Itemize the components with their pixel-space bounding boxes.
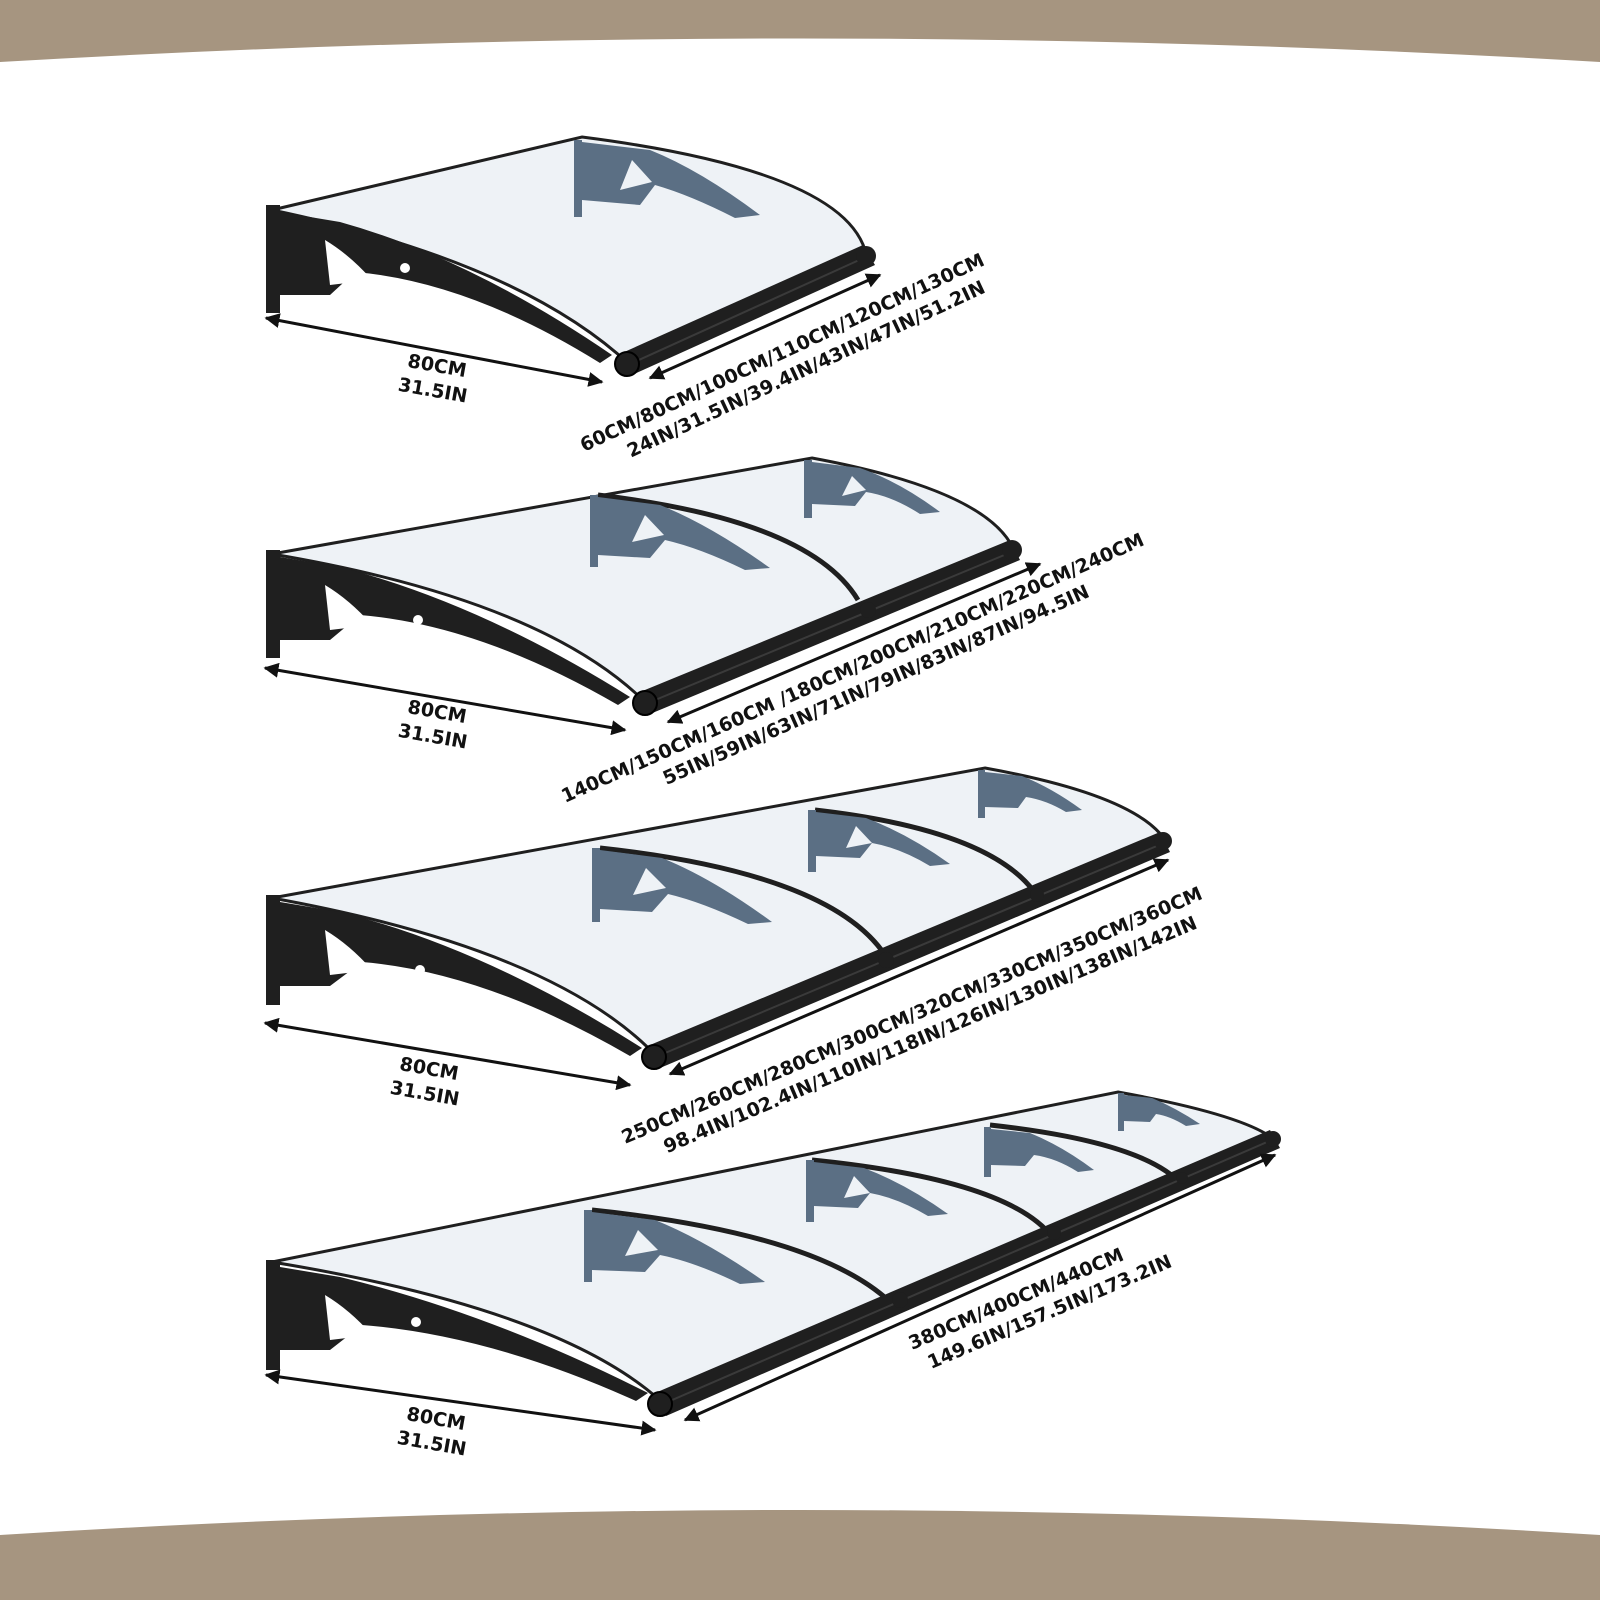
gutter-cap <box>1002 540 1022 560</box>
awning-4: 80CM 31.5IN 380CM/400CM/440CM 149.6IN/15… <box>264 1090 1281 1461</box>
awning-1: 80CM 31.5IN 60CM/80CM/100CM/110CM/120CM/… <box>264 135 989 462</box>
back-bracket <box>574 140 760 218</box>
gutter-cap <box>614 351 640 377</box>
gutter-joint <box>860 602 876 618</box>
double-arrow-icon <box>683 1153 1277 1422</box>
awning-2: 80CM 31.5IN 140CM/150CM/160CM /180CM/200… <box>263 456 1147 808</box>
double-arrow-icon <box>264 313 604 387</box>
double-arrow-icon <box>263 662 627 736</box>
gutter-cap <box>1154 832 1172 850</box>
side-bracket <box>266 550 630 705</box>
double-arrow-icon <box>264 1369 657 1436</box>
gutter-cap <box>641 1044 667 1070</box>
gutter-joint <box>878 952 894 968</box>
gutter-cap <box>632 690 658 716</box>
gutter-cap <box>1265 1131 1281 1147</box>
double-arrow-icon <box>263 1017 632 1091</box>
gutter-joint <box>892 1292 908 1308</box>
side-bracket <box>266 1260 648 1401</box>
back-bracket <box>590 460 940 570</box>
gutter-cap <box>647 1391 673 1417</box>
double-arrow-icon <box>668 858 1170 1076</box>
gutter-joint <box>1047 1226 1061 1240</box>
awning-panel <box>271 766 1168 1062</box>
double-arrow-icon <box>648 273 882 380</box>
bottom-band <box>0 1510 1600 1600</box>
double-arrow-icon <box>666 562 1042 724</box>
side-bracket <box>266 895 642 1056</box>
gutter-joint <box>1176 1172 1188 1184</box>
side-bracket <box>266 205 612 363</box>
gutter-joint <box>1030 888 1044 902</box>
top-band <box>0 0 1600 62</box>
gutter-cap <box>856 246 876 266</box>
